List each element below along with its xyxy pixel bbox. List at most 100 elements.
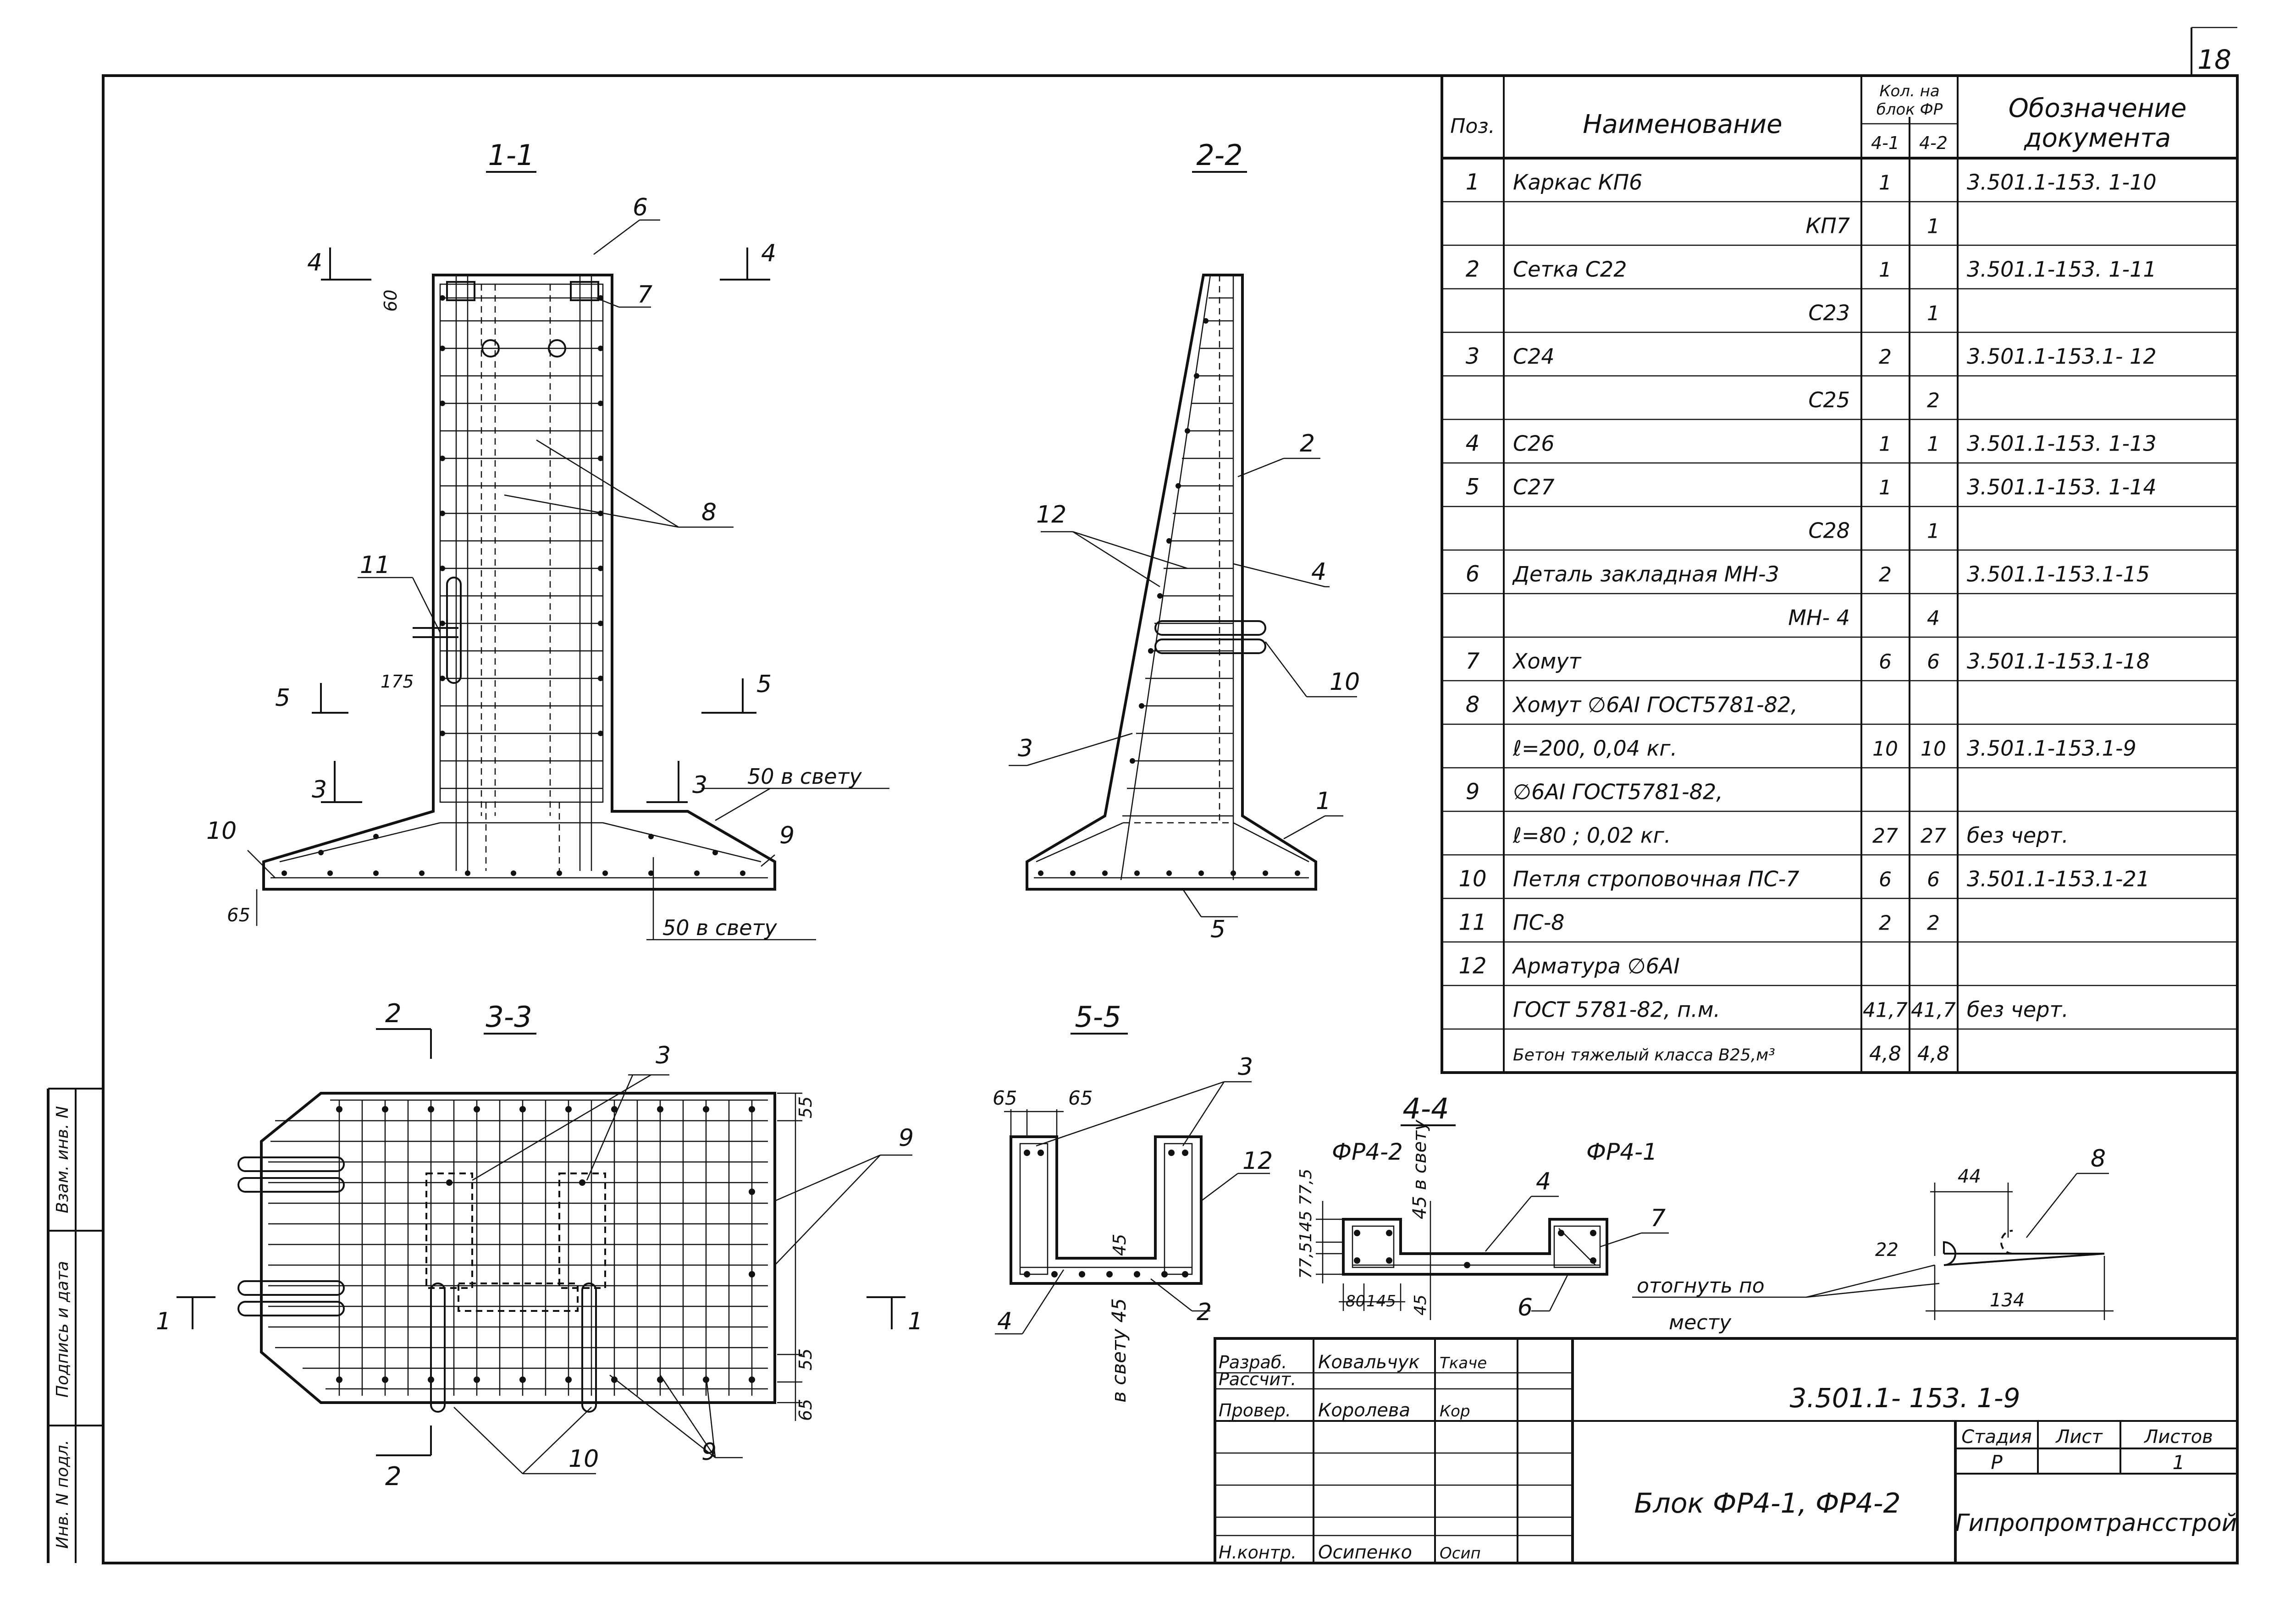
tb-name: Ковальчук	[1318, 1352, 1420, 1373]
callout-7: 7	[637, 281, 652, 308]
th-qty-mid: блок ФР	[1877, 100, 1943, 119]
bend-note-2: месту	[1669, 1311, 1732, 1334]
dim-clear50-top: 50 в свету	[747, 764, 862, 789]
section-4-4: 4-4 ФР4-2 ФР4-1 77,5 145	[1297, 1092, 1669, 1321]
callout-3-s33: 3	[656, 1042, 671, 1069]
table-row: 8 Хомут ∅6АI ГОСТ5781-82,	[1466, 692, 1798, 717]
sheets-value: 1	[2173, 1451, 2185, 1474]
cell-b: 2	[1927, 911, 1940, 935]
callout-9-s33-b: 9	[701, 1438, 717, 1466]
dim-45-s44: 45	[1411, 1294, 1430, 1316]
cell-doc: 3.501.1-153.1- 12	[1967, 344, 2157, 369]
callout-10: 10	[206, 817, 237, 845]
dim-134: 134	[1990, 1290, 2025, 1311]
table-row: 9∅6АI ГОСТ5781-82,	[1466, 779, 1723, 804]
cell-name: С25	[1808, 387, 1850, 412]
th-qty-top: Кол. на	[1879, 82, 1939, 100]
cell-name: Бетон тяжелый класса В25,м³	[1513, 1046, 1775, 1064]
cell-pos: 1	[1466, 169, 1480, 195]
bend-note-1: отогнуть по	[1637, 1274, 1765, 1298]
tb-signature: Кор	[1440, 1402, 1470, 1420]
cell-b: 1	[1927, 215, 1940, 238]
tb-signature: Ткаче	[1440, 1354, 1487, 1372]
section-title-1-1: 1-1	[488, 138, 534, 172]
title-block-row: Рассчит.	[1219, 1369, 1296, 1389]
dim-60: 60	[381, 290, 401, 312]
cell-name: Арматура ∅6АI	[1512, 953, 1680, 978]
callout-11: 11	[360, 551, 390, 579]
label-fr42: ФР4-2	[1332, 1139, 1403, 1165]
section-3-3: 3-3 2	[156, 999, 923, 1492]
cut-2-top: 2	[385, 999, 402, 1029]
cell-b: 1	[1927, 519, 1940, 543]
dim-145-b: 145	[1366, 1292, 1396, 1310]
sheet-header: Лист	[2055, 1426, 2103, 1448]
cell-a: 10	[1872, 737, 1898, 760]
cell-b: 1	[1927, 432, 1940, 456]
dim-22: 22	[1875, 1239, 1899, 1261]
sheets-header: Листов	[2143, 1426, 2213, 1448]
cell-a: 41,7	[1863, 998, 1908, 1022]
tb-signature: Осип	[1440, 1544, 1481, 1563]
callout-2-s55: 2	[1197, 1299, 1212, 1326]
dim-55-a: 55	[795, 1096, 816, 1118]
dim-clear45: 45 в свету	[1409, 1119, 1430, 1219]
cell-name: ℓ=80 ; 0,02 кг.	[1512, 823, 1671, 848]
cell-pos: 8	[1466, 692, 1480, 717]
spec-table: Поз. Наименование Кол. на блок ФР 4-1 4-…	[1441, 74, 2239, 1074]
cell-doc: 3.501.1-153.1-21	[1967, 866, 2150, 891]
dim-55-b: 55	[795, 1349, 816, 1371]
sheet-frame	[102, 74, 2239, 1564]
callout-5-s22: 5	[1210, 916, 1225, 943]
dim-77-5-a: 77,5	[1297, 1242, 1315, 1279]
cell-doc: 3.501.1-153. 1-14	[1967, 474, 2157, 499]
side-stamp-sign: Подпись и дата	[53, 1261, 72, 1398]
org-name: Гипропромтрансстрой	[1955, 1509, 2237, 1537]
tb-name: Осипенко	[1318, 1542, 1412, 1563]
cell-a: 6	[1879, 868, 1892, 891]
stage-header: Стадия	[1961, 1426, 2031, 1448]
cell-a: 2	[1879, 563, 1892, 586]
th-doc-1: Обозначение	[2009, 94, 2187, 123]
callout-8: 8	[701, 499, 717, 526]
callout-9: 9	[779, 822, 795, 849]
side-stamp-inv: Инв. N подл.	[53, 1440, 72, 1549]
cell-b: 1	[1927, 302, 1940, 325]
cut-5-left: 5	[275, 684, 290, 712]
cell-doc: 3.501.1-153. 1-10	[1967, 170, 2157, 194]
callout-3-s55: 3	[1238, 1053, 1253, 1081]
side-stamp: Взам. инв. N Подпись и дата Инв. N подл.	[47, 1088, 103, 1563]
cell-name: КП7	[1805, 213, 1850, 238]
cell-a: 27	[1872, 824, 1898, 848]
cell-name: Деталь закладная МН-3	[1512, 562, 1779, 586]
tb-role: Н.контр.	[1219, 1542, 1297, 1563]
cell-pos: 6	[1466, 561, 1480, 587]
cell-doc: 3.501.1-153. 1-13	[1967, 431, 2157, 456]
callout-4-s44: 4	[1536, 1168, 1551, 1195]
cell-name: ∅6АI ГОСТ5781-82,	[1513, 779, 1723, 804]
cell-doc: без черт.	[1967, 823, 2069, 848]
cell-name: С27	[1513, 474, 1555, 499]
cell-pos: 2	[1466, 256, 1480, 282]
cut-4-right: 4	[761, 240, 776, 267]
cell-a: 2	[1879, 345, 1892, 369]
cell-name: Петля строповочная ПС-7	[1513, 866, 1799, 891]
th-doc-2: документа	[2024, 123, 2171, 153]
cut-4-left: 4	[307, 249, 322, 276]
rebar-grid-1-1	[440, 297, 603, 789]
callout-3-s22: 3	[1018, 735, 1033, 762]
cell-a: 1	[1879, 476, 1892, 499]
cell-name: Хомут ∅6АI ГОСТ5781-82,	[1512, 692, 1798, 717]
callout-4-s22: 4	[1311, 558, 1326, 586]
dim-175: 175	[381, 672, 414, 692]
detail-8: отогнуть по месту 44 22 134 8	[1632, 1145, 2114, 1334]
